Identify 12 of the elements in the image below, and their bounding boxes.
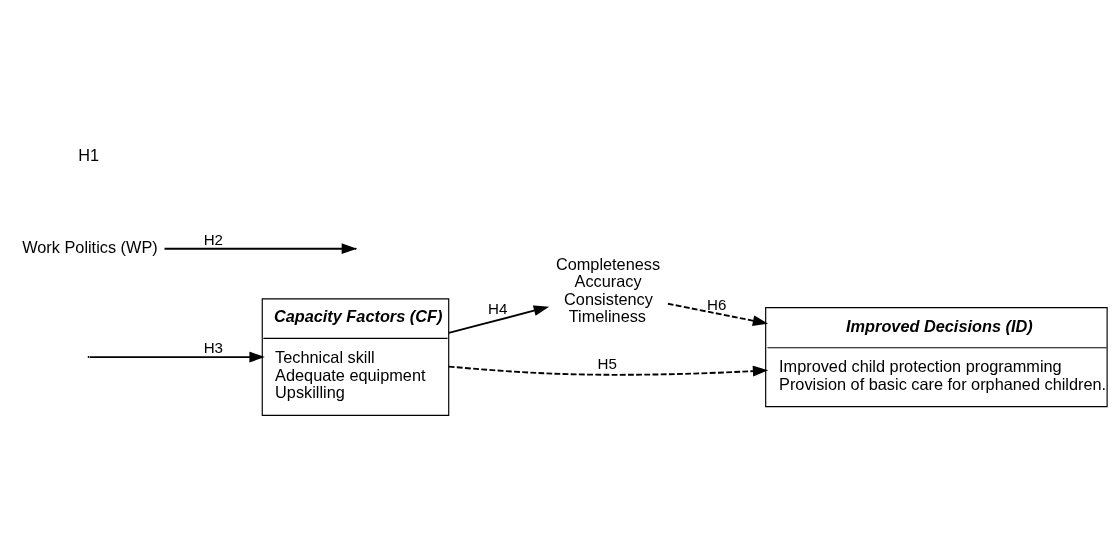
arrow xyxy=(89,351,265,362)
node-text: Work Politics (WP) xyxy=(22,237,158,256)
edge-label: H2 xyxy=(203,230,223,247)
edge-label: H3 xyxy=(203,338,223,356)
edge-label: H5 xyxy=(597,354,617,372)
arrow xyxy=(667,302,769,326)
arrow xyxy=(447,365,769,376)
label: H1 xyxy=(78,145,100,164)
node-text: Completeness Accuracy Consistency Timeliness xyxy=(555,254,661,325)
edge-label: H6 xyxy=(707,295,727,313)
arrow xyxy=(447,304,550,334)
edge-label: H4 xyxy=(487,299,508,317)
